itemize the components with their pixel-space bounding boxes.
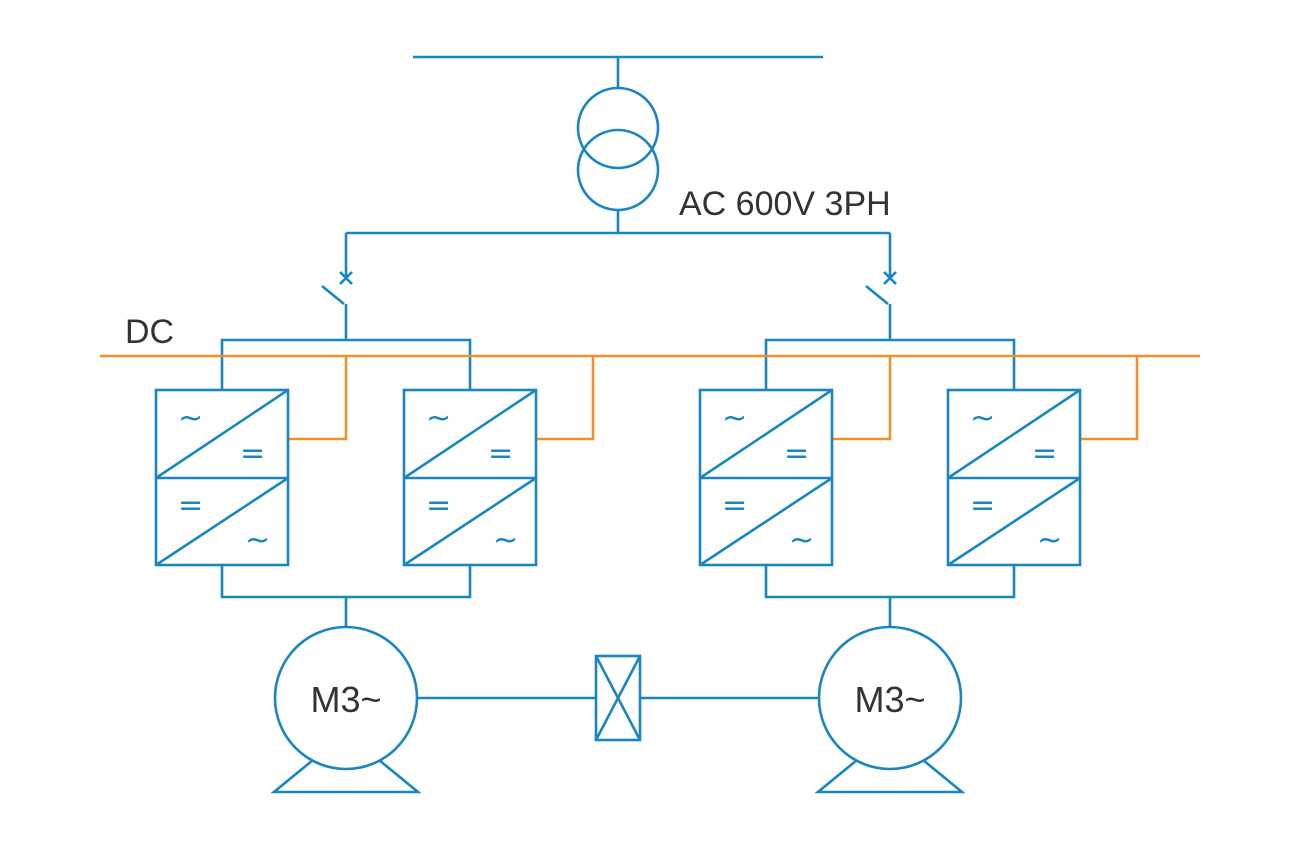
ac-feeder-right-group bbox=[764, 338, 1016, 390]
ac-symbol: ~ bbox=[1037, 523, 1062, 558]
motor-right-label: M3~ bbox=[854, 679, 925, 720]
ac-symbol: ~ bbox=[722, 401, 747, 436]
dc-symbol: = bbox=[426, 488, 451, 523]
dc-link-3 bbox=[832, 356, 892, 441]
ac-supply-label: AC 600V 3PH bbox=[679, 185, 891, 223]
ac-symbol: ~ bbox=[789, 523, 814, 558]
converter-4: ~ = = ~ bbox=[946, 388, 1082, 567]
circuit-breaker-left bbox=[321, 233, 353, 340]
ac-symbol: ~ bbox=[426, 401, 451, 436]
motor-left-label: M3~ bbox=[310, 679, 381, 720]
motor-left: M3~ bbox=[270, 625, 422, 794]
dc-symbol: = bbox=[970, 488, 995, 523]
dc-symbol: = bbox=[488, 436, 513, 471]
coupling-symbol bbox=[594, 654, 642, 742]
dc-link-2 bbox=[536, 356, 595, 441]
motor-feeder-right bbox=[764, 565, 1016, 599]
dc-symbol: = bbox=[784, 436, 809, 471]
ac-symbol: ~ bbox=[970, 401, 995, 436]
ac-symbol: ~ bbox=[245, 523, 270, 558]
dc-symbol: = bbox=[240, 436, 265, 471]
dc-symbol: = bbox=[178, 488, 203, 523]
transformer-symbol bbox=[576, 86, 660, 212]
motor-feeder-left bbox=[220, 565, 472, 599]
motor-right: M3~ bbox=[814, 625, 966, 794]
dc-link-4 bbox=[1080, 356, 1139, 441]
ac-feeder-left-group bbox=[220, 338, 472, 390]
dc-bus-label: DC bbox=[125, 313, 174, 351]
circuit-breaker-right bbox=[865, 233, 897, 340]
converter-3: ~ = = ~ bbox=[698, 388, 834, 567]
dc-symbol: = bbox=[722, 488, 747, 523]
dc-symbol: = bbox=[1032, 436, 1057, 471]
ac-symbol: ~ bbox=[178, 401, 203, 436]
ac-symbol: ~ bbox=[493, 523, 518, 558]
converter-1: ~ = = ~ bbox=[154, 388, 290, 567]
dc-link-1 bbox=[288, 356, 348, 441]
converter-2: ~ = = ~ bbox=[402, 388, 538, 567]
